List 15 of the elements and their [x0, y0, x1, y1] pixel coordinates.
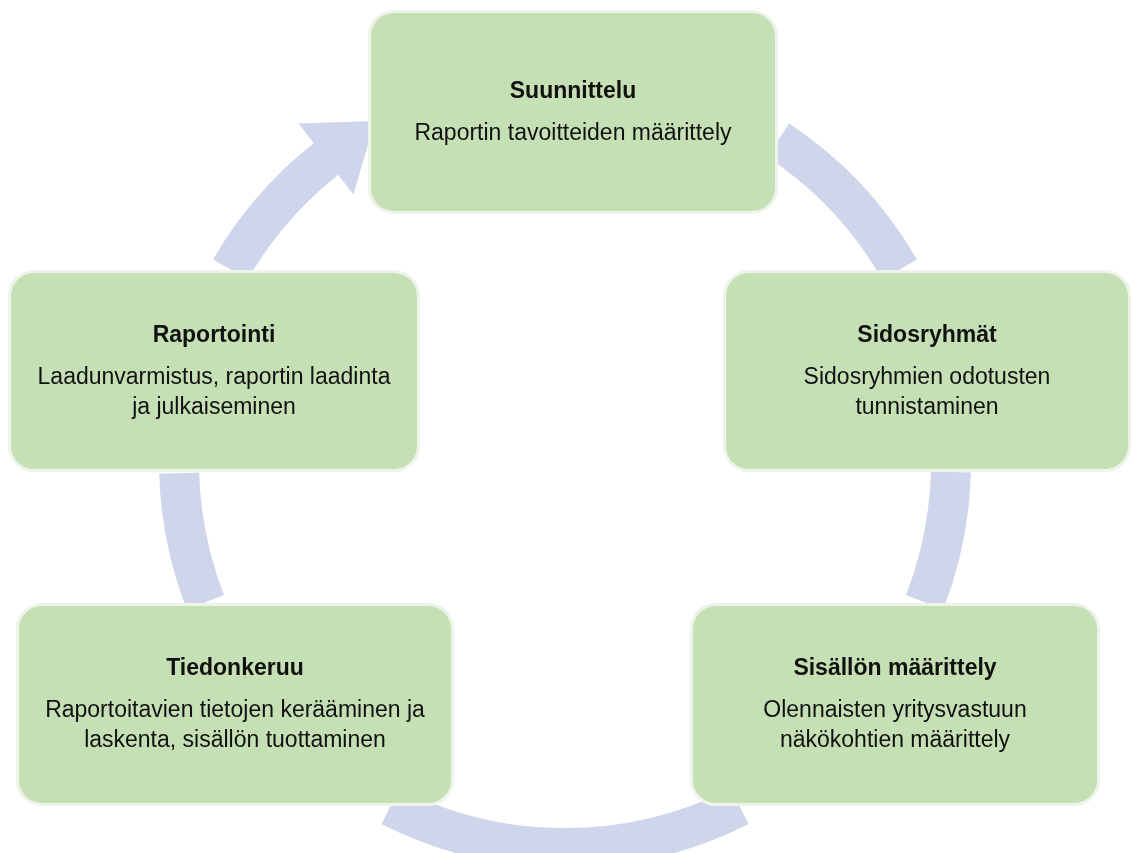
step-title: Tiedonkeruu [166, 654, 304, 682]
step-description: Raportoitavien tietojen kerääminen ja laskenta, sisällön tuottaminen [44, 695, 426, 754]
step-box [368, 10, 778, 214]
step-description: Laadunvarmistus, raportin laadinta ja julkaiseminen [36, 361, 392, 421]
step-box [723, 270, 1131, 472]
step-description: Raportin tavoitteiden määrittely [414, 117, 732, 147]
step-box [690, 603, 1100, 806]
step-description: Sidosryhmien odotusten tunnistaminen [802, 361, 1052, 421]
step-box [8, 270, 420, 472]
step-title: Sidosryhmät [857, 320, 997, 348]
step-title: Raportointi [152, 320, 276, 348]
step-title: Sisällön määrittely [793, 654, 997, 682]
step-title: Suunnittelu [509, 76, 637, 104]
step-box [16, 603, 454, 806]
step-description: Olennaisten yritysvastuun näkökohtien määrittely [762, 695, 1028, 754]
